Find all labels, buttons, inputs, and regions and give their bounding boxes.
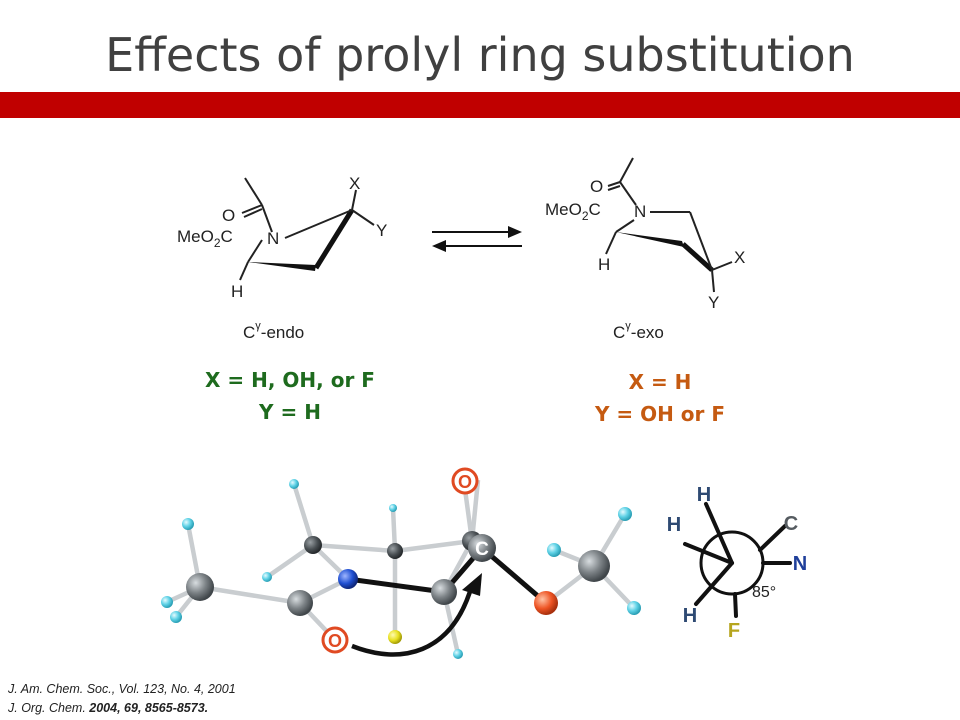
newman-projection: H H C N H F 85° <box>667 484 807 642</box>
newman-angle: 85° <box>752 584 776 601</box>
gamma-carbon-label: C <box>475 539 489 560</box>
fluorine-atom <box>388 630 402 644</box>
exo-h-label: H <box>598 255 610 274</box>
ester-oxygen-atom <box>534 591 558 615</box>
interaction-arrow-head <box>462 573 482 596</box>
hydrogen-atom <box>627 601 641 615</box>
exo-structure: O N MeO2C H X Y Cγ-exo <box>545 157 745 342</box>
endo-ester-label: MeO2C <box>177 227 233 250</box>
ester-methyl-atom <box>578 550 610 582</box>
alpha-carbon-atom <box>431 579 457 605</box>
endo-condition-y: Y = H <box>259 400 321 424</box>
endo-structure: O N MeO2C H X Y Cγ-endo <box>177 174 387 342</box>
reference-1: J. Am. Chem. Soc., Vol. 123, No. 4, 2001 <box>8 682 236 696</box>
interaction-arrow <box>351 584 475 657</box>
hydrogen-atom <box>161 596 173 608</box>
hydrogen-atom <box>547 543 561 557</box>
carbonyl-bond <box>469 479 481 542</box>
gamma-carbon-atom <box>468 534 496 562</box>
exo-ester-label: MeO2C <box>545 200 601 223</box>
conformer-scheme: O N MeO2C H X Y Cγ-endo O N MeO2C H X Y … <box>177 157 745 342</box>
methyl-carbon-atom <box>186 573 214 601</box>
hydrogen-atom <box>289 479 299 489</box>
exo-condition-x: X = H <box>628 370 692 394</box>
endo-x-label: X <box>349 174 360 193</box>
hydrogen-atom <box>182 518 194 530</box>
endo-n-label: N <box>267 229 279 248</box>
amide-oxygen-label: O <box>328 631 342 651</box>
exo-carbonyl-o: O <box>590 177 603 196</box>
exo-y-label: Y <box>708 293 719 312</box>
ball-and-stick-model: C O O <box>161 467 641 659</box>
carbonyl-oxygen-atom <box>451 467 479 495</box>
exo-label: Cγ-exo <box>613 320 664 342</box>
endo-label: Cγ-endo <box>243 320 304 342</box>
newman-n-right: N <box>793 553 807 575</box>
hydrogen-atom <box>453 649 463 659</box>
exo-condition-y: Y = OH or F <box>594 402 726 426</box>
exo-conditions: X = H Y = OH or F <box>545 366 775 430</box>
exo-n-label: N <box>634 202 646 221</box>
exo-x-label: X <box>734 248 745 267</box>
references: J. Am. Chem. Soc., Vol. 123, No. 4, 2001… <box>8 680 236 718</box>
endo-h-label: H <box>231 282 243 301</box>
newman-h-bottom: H <box>683 605 697 627</box>
hydrogen-atom <box>618 507 632 521</box>
hydrogen-atom <box>262 572 272 582</box>
carbon-atom <box>387 543 403 559</box>
hydrogen-atom <box>389 504 397 512</box>
slide-title: Effects of prolyl ring substitution <box>105 28 855 82</box>
hydrogen-atom <box>170 611 182 623</box>
newman-f-bottom: F <box>728 620 740 642</box>
carbonyl-oxygen-label: O <box>458 472 472 492</box>
newman-h-left: H <box>667 514 681 536</box>
newman-h-top: H <box>697 484 711 506</box>
newman-c-right: C <box>784 513 798 535</box>
endo-condition-x: X = H, OH, or F <box>205 368 375 392</box>
endo-conditions: X = H, OH, or F Y = H <box>160 364 420 428</box>
endo-y-label: Y <box>376 221 387 240</box>
title-accent-bar <box>0 92 960 118</box>
carbon-atom <box>304 536 322 554</box>
reference-2: J. Org. Chem. 2004, 69, 8565-8573. <box>8 701 209 715</box>
endo-carbonyl-o: O <box>222 206 235 225</box>
carbonyl-carbon-atom <box>287 590 313 616</box>
nitrogen-atom <box>338 569 358 589</box>
equilibrium-arrows <box>432 226 522 252</box>
amide-oxygen-atom <box>321 626 349 654</box>
